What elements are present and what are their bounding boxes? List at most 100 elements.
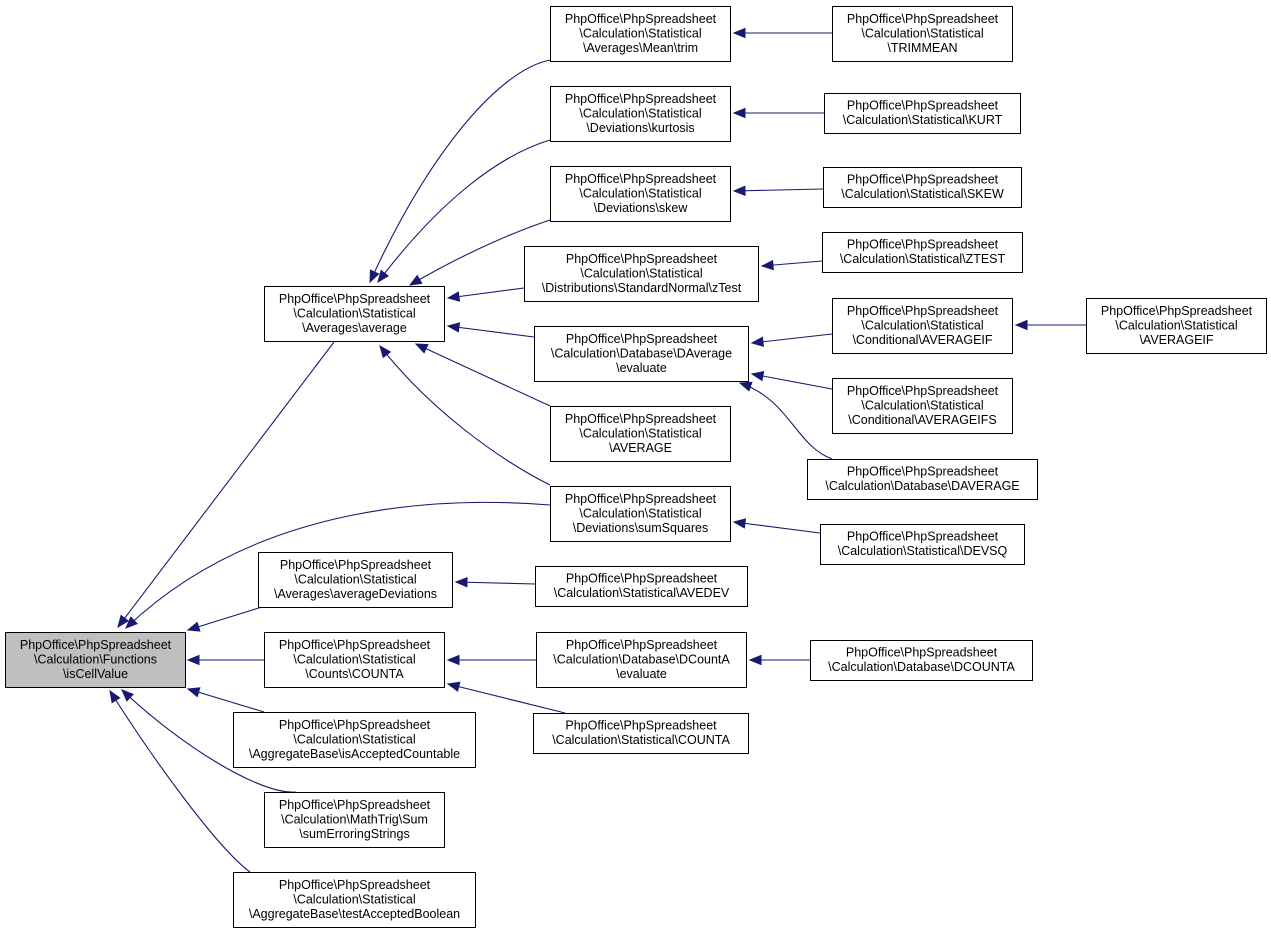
- node-statistical-avedev[interactable]: PhpOffice\PhpSpreadsheet\Calculation\Sta…: [535, 566, 748, 607]
- node-averages-mean-trim[interactable]: PhpOffice\PhpSpreadsheet\Calculation\Sta…: [550, 6, 731, 62]
- node-box: [832, 378, 1013, 434]
- node-label-line: \Calculation\Statistical: [579, 506, 701, 520]
- edge-statistical-trimmean-to-averages-mean-trim: [732, 27, 832, 39]
- edge-statistical-skew-to-deviations-skew: [732, 185, 824, 196]
- node-counts-counta[interactable]: PhpOffice\PhpSpreadsheet\Calculation\Sta…: [264, 632, 445, 688]
- node-label-line: \Calculation\Statistical: [579, 426, 701, 440]
- node-label-line: \TRIMMEAN: [887, 41, 957, 55]
- node-label-line: \evaluate: [616, 667, 667, 681]
- arrowhead-icon: [117, 614, 130, 629]
- edges-layer: [109, 27, 1086, 873]
- node-box: [832, 298, 1013, 354]
- edge-line: [733, 521, 821, 534]
- edge-statistical-averageif-to-conditional-averageif: [1014, 319, 1086, 331]
- node-box: [533, 713, 749, 754]
- arrowhead-icon: [732, 27, 746, 39]
- node-deviations-kurtosis[interactable]: PhpOffice\PhpSpreadsheet\Calculation\Sta…: [550, 86, 731, 142]
- node-statistical-devsq[interactable]: PhpOffice\PhpSpreadsheet\Calculation\Sta…: [820, 524, 1025, 565]
- edge-line: [109, 690, 251, 873]
- edge-deviations-skew-to-averages-average: [408, 219, 551, 286]
- node-daverage-evaluate[interactable]: PhpOffice\PhpSpreadsheet\Calculation\Dat…: [534, 326, 749, 382]
- edge-line: [187, 688, 265, 713]
- edge-line: [739, 382, 833, 460]
- edge-deviations-kurtosis-to-averages-average: [377, 139, 551, 284]
- nodes-layer: PhpOffice\PhpSpreadsheet\Calculation\Fun…: [5, 6, 1267, 928]
- node-database-daverage[interactable]: PhpOffice\PhpSpreadsheet\Calculation\Dat…: [807, 459, 1038, 500]
- edge-line: [409, 219, 551, 286]
- node-label-line: \Calculation\Database\DAverage: [551, 346, 732, 360]
- node-box: [536, 632, 747, 688]
- node-label-line: \Averages\averageDeviations: [274, 587, 437, 601]
- node-standardnormal-ztest[interactable]: PhpOffice\PhpSpreadsheet\Calculation\Sta…: [524, 246, 759, 302]
- arrowhead-icon: [377, 269, 390, 284]
- edge-mathtrig-sum-sumerroringstrings-to-iscellvalue: [121, 689, 297, 793]
- node-box: [1086, 298, 1267, 354]
- arrowhead-icon: [446, 291, 461, 302]
- edge-statistical-avedev-to-averages-averagedeviations: [454, 577, 536, 588]
- node-box: [810, 640, 1033, 681]
- node-label-line: PhpOffice\PhpSpreadsheet: [566, 332, 718, 346]
- node-statistical-kurt[interactable]: PhpOffice\PhpSpreadsheet\Calculation\Sta…: [824, 93, 1021, 134]
- node-averages-average[interactable]: PhpOffice\PhpSpreadsheet\Calculation\Sta…: [264, 286, 445, 342]
- node-label-line: \Calculation\Statistical: [293, 652, 415, 666]
- node-label-line: \Calculation\Statistical\COUNTA: [552, 733, 730, 747]
- node-label-line: PhpOffice\PhpSpreadsheet: [279, 292, 431, 306]
- node-label-line: \isCellValue: [63, 667, 128, 681]
- node-label-line: \Calculation\Database\DAVERAGE: [825, 479, 1019, 493]
- edge-daverage-evaluate-to-averages-average: [446, 322, 535, 338]
- edge-counts-counta-to-iscellvalue: [186, 654, 264, 666]
- node-label-line: \AVERAGE: [609, 441, 672, 455]
- edge-line: [751, 373, 833, 390]
- node-dcounta-evaluate[interactable]: PhpOffice\PhpSpreadsheet\Calculation\Dat…: [536, 632, 747, 688]
- node-averages-averagedeviations[interactable]: PhpOffice\PhpSpreadsheet\Calculation\Sta…: [258, 552, 453, 608]
- node-label-line: \AggregateBase\isAcceptedCountable: [249, 747, 460, 761]
- node-label-line: PhpOffice\PhpSpreadsheet: [1101, 304, 1253, 318]
- node-aggregatebase-isacceptedcountable[interactable]: PhpOffice\PhpSpreadsheet\Calculation\Sta…: [233, 712, 476, 768]
- edge-line: [117, 341, 335, 628]
- edge-line: [447, 325, 535, 338]
- node-label-line: \Deviations\sumSquares: [573, 521, 708, 535]
- node-box: [550, 486, 731, 542]
- node-label-line: PhpOffice\PhpSpreadsheet: [279, 878, 431, 892]
- edge-line: [125, 501, 551, 629]
- edge-line: [751, 333, 833, 344]
- edge-line: [121, 689, 297, 793]
- node-label-line: \Averages\Mean\trim: [583, 41, 698, 55]
- node-statistical-trimmean[interactable]: PhpOffice\PhpSpreadsheet\Calculation\Sta…: [832, 6, 1013, 62]
- edge-aggregatebase-isacceptedcountable-to-iscellvalue: [186, 687, 265, 713]
- node-label-line: PhpOffice\PhpSpreadsheet: [565, 12, 717, 26]
- edge-averages-average-to-iscellvalue: [117, 341, 335, 629]
- node-label-line: PhpOffice\PhpSpreadsheet: [20, 638, 172, 652]
- node-label-line: PhpOffice\PhpSpreadsheet: [566, 572, 718, 586]
- node-label-line: PhpOffice\PhpSpreadsheet: [565, 172, 717, 186]
- node-deviations-skew[interactable]: PhpOffice\PhpSpreadsheet\Calculation\Sta…: [550, 166, 731, 222]
- node-label-line: \Calculation\Statistical: [861, 398, 983, 412]
- node-database-dcounta[interactable]: PhpOffice\PhpSpreadsheet\Calculation\Dat…: [810, 640, 1033, 681]
- edge-line: [415, 343, 551, 407]
- node-label-line: \Distributions\StandardNormal\zTest: [542, 281, 742, 295]
- node-label-line: \Calculation\Statistical: [580, 266, 702, 280]
- node-label-line: \Calculation\Statistical: [861, 26, 983, 40]
- node-label-line: \Calculation\Statistical: [293, 306, 415, 320]
- node-statistical-averageif[interactable]: PhpOffice\PhpSpreadsheet\Calculation\Sta…: [1086, 298, 1267, 354]
- node-deviations-sumsquares[interactable]: PhpOffice\PhpSpreadsheet\Calculation\Sta…: [550, 486, 731, 542]
- arrowhead-icon: [446, 681, 461, 692]
- node-iscellvalue[interactable]: PhpOffice\PhpSpreadsheet\Calculation\Fun…: [5, 632, 186, 688]
- node-label-line: \Calculation\Statistical\SKEW: [841, 187, 1004, 201]
- node-label-line: PhpOffice\PhpSpreadsheet: [565, 492, 717, 506]
- node-statistical-counta[interactable]: PhpOffice\PhpSpreadsheet\Calculation\Sta…: [533, 713, 749, 754]
- node-mathtrig-sum-sumerroringstrings[interactable]: PhpOffice\PhpSpreadsheet\Calculation\Mat…: [264, 792, 445, 848]
- edge-averages-averagedeviations-to-iscellvalue: [186, 606, 263, 632]
- edge-statistical-average-to-averages-average: [414, 343, 551, 407]
- node-statistical-average[interactable]: PhpOffice\PhpSpreadsheet\Calculation\Sta…: [550, 406, 731, 462]
- edge-conditional-averageifs-to-daverage-evaluate: [750, 370, 833, 390]
- node-label-line: \Conditional\AVERAGEIF: [852, 333, 992, 347]
- node-statistical-skew[interactable]: PhpOffice\PhpSpreadsheet\Calculation\Sta…: [823, 167, 1022, 208]
- node-label-line: PhpOffice\PhpSpreadsheet: [847, 238, 999, 252]
- node-statistical-ztest[interactable]: PhpOffice\PhpSpreadsheet\Calculation\Sta…: [822, 232, 1023, 273]
- node-conditional-averageif[interactable]: PhpOffice\PhpSpreadsheet\Calculation\Sta…: [832, 298, 1013, 354]
- node-label-line: \Calculation\Statistical: [579, 186, 701, 200]
- node-aggregatebase-testacceptedboolean[interactable]: PhpOffice\PhpSpreadsheet\Calculation\Sta…: [233, 872, 476, 928]
- node-conditional-averageifs[interactable]: PhpOffice\PhpSpreadsheet\Calculation\Sta…: [832, 378, 1013, 434]
